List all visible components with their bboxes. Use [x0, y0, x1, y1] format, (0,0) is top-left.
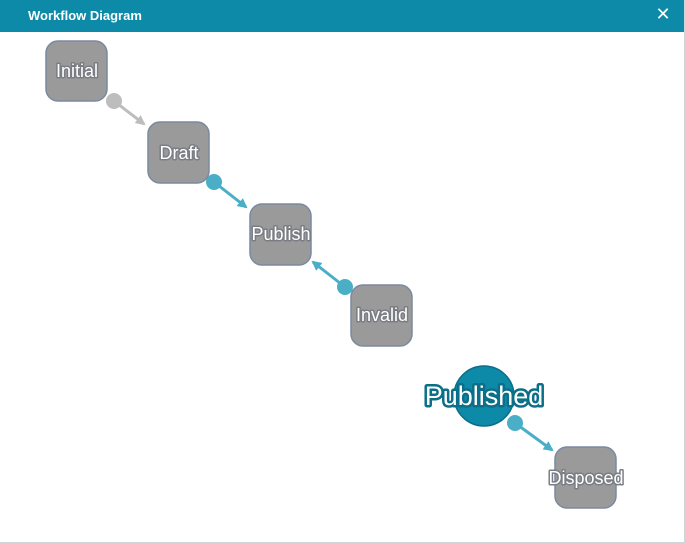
state-initial[interactable]: Initial: [45, 40, 108, 102]
state-disposed[interactable]: Disposed: [547, 446, 625, 509]
state-label: Initial: [56, 61, 98, 81]
state-label: Draft: [159, 143, 198, 163]
transition-start-dot: [206, 174, 222, 190]
transition-initial-draft[interactable]: [106, 93, 146, 126]
workflow-diagram: Initial Draft Publish Invalid Published …: [45, 40, 625, 509]
state-label: Disposed: [548, 468, 623, 488]
transition-start-dot: [106, 93, 122, 109]
transition-draft-publish[interactable]: [206, 174, 248, 209]
state-publish[interactable]: Publish: [249, 203, 312, 266]
transition-start-dot: [507, 415, 523, 431]
state-published-current[interactable]: Published: [422, 365, 546, 427]
dialog-title-bar[interactable]: Workflow Diagram ✕: [0, 0, 684, 32]
close-icon[interactable]: ✕: [655, 4, 671, 25]
workflow-canvas: Initial Draft Publish Invalid Published …: [0, 32, 684, 542]
transition-invalid-publish[interactable]: [311, 260, 353, 295]
state-draft[interactable]: Draft: [147, 121, 210, 184]
dialog-title: Workflow Diagram: [28, 8, 142, 23]
transition-published-disposed[interactable]: [507, 415, 554, 452]
state-label: Publish: [251, 224, 310, 244]
state-invalid[interactable]: Invalid: [350, 284, 413, 347]
transition-start-dot: [337, 279, 353, 295]
state-label: Published: [425, 381, 544, 411]
state-label: Invalid: [356, 305, 408, 325]
